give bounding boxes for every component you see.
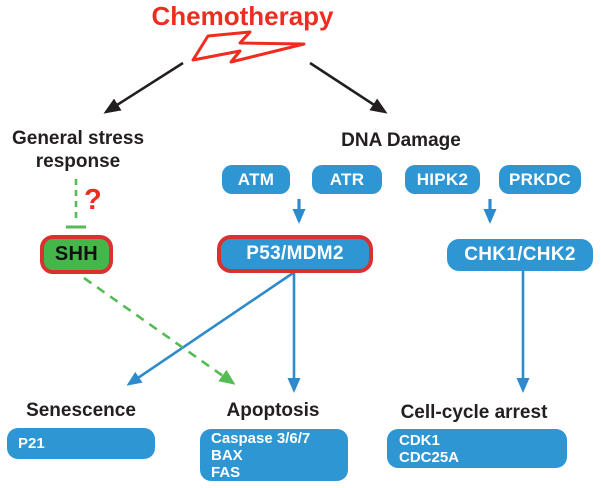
stress-response-label: General stress response — [11, 128, 145, 172]
node-hipk2: HIPK2 — [405, 165, 480, 194]
gene-cdk1: CDK1 — [399, 431, 440, 449]
arrow-p53-to-senescence — [126, 271, 294, 386]
node-chk1-chk2: CHK1/CHK2 — [447, 239, 593, 271]
dna-damage-label: DNA Damage — [341, 130, 461, 151]
node-atm: ATM — [222, 165, 290, 194]
chemotherapy-title: Chemotherapy — [151, 1, 334, 31]
apoptosis-genes-box: Caspase 3/6/7 BAX FAS — [200, 429, 348, 481]
node-shh: SHH — [40, 235, 113, 274]
senescence-label: Senescence — [26, 400, 136, 421]
lightning-bolt-icon — [191, 30, 306, 64]
apoptosis-label: Apoptosis — [226, 400, 320, 421]
gene-caspase: Caspase 3/6/7 — [211, 429, 311, 447]
node-atr: ATR — [312, 165, 382, 194]
gene-fas: FAS — [211, 463, 241, 481]
gene-bax: BAX — [211, 446, 243, 464]
arrow-shh-to-apoptosis — [83, 276, 236, 385]
question-mark: ? — [84, 184, 102, 216]
cell-cycle-genes-box: CDK1 CDC25A — [387, 429, 567, 468]
cell-cycle-arrest-label: Cell-cycle arrest — [400, 402, 548, 423]
arrow-chemo-to-stress — [103, 61, 184, 114]
gene-cdc25a: CDC25A — [399, 448, 460, 466]
gene-p21: P21 — [18, 435, 45, 452]
node-p53-mdm2: P53/MDM2 — [217, 235, 373, 273]
arrow-chemo-to-dna-damage — [309, 61, 388, 114]
senescence-genes-box: P21 — [7, 428, 155, 459]
node-prkdc: PRKDC — [499, 165, 581, 194]
